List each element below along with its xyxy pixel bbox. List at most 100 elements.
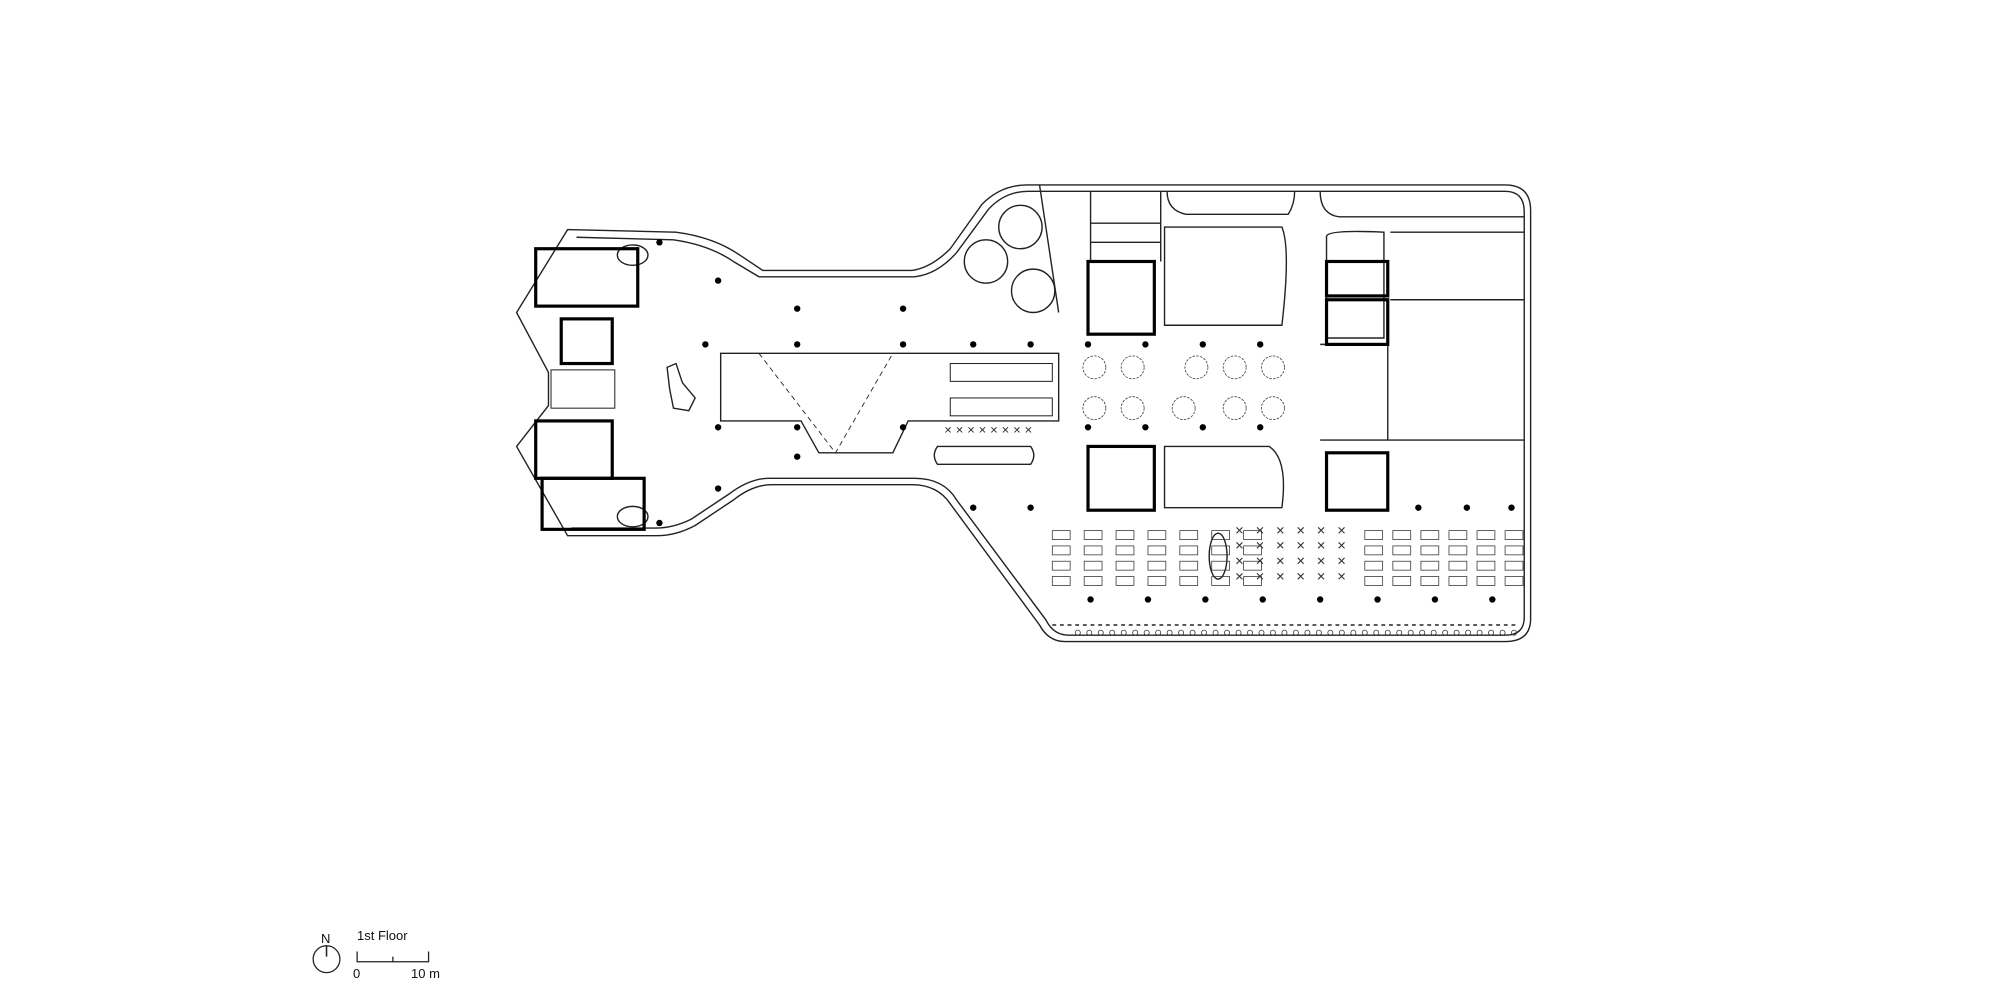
lounge-seat xyxy=(1453,629,1460,636)
lounge-seat xyxy=(1476,629,1483,636)
column xyxy=(1374,596,1381,603)
desk xyxy=(1211,560,1230,571)
chair-cluster: ✕ xyxy=(1276,525,1286,537)
scale-start-label: 0 xyxy=(353,966,361,981)
desk xyxy=(1448,530,1468,540)
column xyxy=(1087,596,1094,603)
chair-cluster: ✕ xyxy=(1255,541,1265,553)
lounge-seat xyxy=(1419,629,1426,636)
desk xyxy=(1448,560,1468,571)
plant xyxy=(1082,396,1107,421)
lounge-seat xyxy=(1097,629,1104,636)
chair-cluster: ✕ xyxy=(1235,556,1245,568)
column xyxy=(899,341,907,348)
lounge-seat xyxy=(1120,629,1127,636)
desk xyxy=(1504,530,1524,540)
chair-cluster: ✕ xyxy=(1255,525,1265,537)
core-wall xyxy=(540,476,646,531)
lounge-seat xyxy=(1338,629,1345,636)
lounge-seat xyxy=(1247,629,1253,636)
lounge-seat xyxy=(1407,629,1414,636)
desk xyxy=(1420,545,1440,556)
escalator xyxy=(949,397,1053,417)
scale-end-label: 10 m xyxy=(411,966,440,981)
desk xyxy=(1420,530,1440,540)
chair-cluster: ✕ xyxy=(1296,571,1306,583)
lounge-seat xyxy=(1465,629,1472,636)
plant xyxy=(1261,396,1285,421)
chair-cluster: ✕ xyxy=(1235,571,1245,583)
round-meeting-room xyxy=(963,239,1009,284)
desk xyxy=(1051,545,1071,556)
plant xyxy=(1082,355,1107,380)
desk xyxy=(1115,576,1135,586)
desk xyxy=(1420,576,1440,586)
desk xyxy=(1243,576,1262,586)
desk xyxy=(1364,576,1384,586)
desk xyxy=(1147,545,1167,556)
column xyxy=(714,485,722,492)
desk xyxy=(1083,576,1103,586)
lounge-seat xyxy=(1224,629,1230,636)
chair-cluster: ✕ xyxy=(1001,426,1010,437)
lounge-seat xyxy=(1396,629,1403,636)
chair-cluster: ✕ xyxy=(1235,541,1245,553)
lounge-seat xyxy=(1373,629,1380,636)
desk xyxy=(1211,576,1230,586)
desk xyxy=(1420,560,1440,571)
atrium-void xyxy=(719,352,1060,454)
plant xyxy=(1120,396,1145,421)
core-wall xyxy=(1086,259,1156,336)
lounge-seat xyxy=(1315,629,1322,636)
chair-cluster: ✕ xyxy=(1337,525,1347,537)
lounge-seat xyxy=(1488,629,1495,636)
atrium-diagonal xyxy=(758,353,894,454)
column xyxy=(656,239,663,246)
column xyxy=(970,341,977,348)
desk xyxy=(1504,545,1524,556)
column xyxy=(1463,504,1471,511)
chair-cluster: ✕ xyxy=(1013,426,1022,437)
desk xyxy=(1448,545,1468,556)
lounge-seat xyxy=(1258,629,1265,636)
plant xyxy=(1120,355,1145,380)
lounge-seat xyxy=(1143,629,1150,636)
column xyxy=(794,341,801,348)
oval-table xyxy=(1208,532,1228,580)
desk xyxy=(1083,530,1103,540)
desk xyxy=(1392,530,1412,540)
escalator xyxy=(949,363,1053,382)
chair-cluster: ✕ xyxy=(1276,571,1286,583)
chair-cluster: ✕ xyxy=(1337,571,1347,583)
planter xyxy=(666,362,696,412)
oval-table xyxy=(616,244,649,267)
desk xyxy=(1476,576,1496,586)
column xyxy=(1431,596,1439,603)
lounge-seat xyxy=(1442,629,1449,636)
column xyxy=(794,424,801,431)
column xyxy=(1084,341,1092,348)
chair-cluster: ✕ xyxy=(1296,556,1306,568)
column xyxy=(899,424,907,431)
north-arrow xyxy=(312,945,341,974)
desk xyxy=(1243,530,1262,540)
chair-cluster: ✕ xyxy=(944,426,953,437)
chair-cluster: ✕ xyxy=(990,426,999,437)
desk xyxy=(1364,545,1384,556)
lounge-seat xyxy=(1430,629,1437,636)
column xyxy=(1202,596,1209,603)
desk xyxy=(1115,530,1135,540)
floor-title: 1st Floor xyxy=(357,928,408,943)
column xyxy=(1144,596,1152,603)
lounge-seat xyxy=(1166,629,1173,636)
chair-cluster: ✕ xyxy=(955,426,964,437)
lounge-seat xyxy=(1212,629,1219,636)
desk xyxy=(1051,530,1071,540)
desk xyxy=(1211,545,1230,556)
inner-perimeter xyxy=(571,190,1525,636)
column xyxy=(1316,596,1324,603)
chair-cluster: ✕ xyxy=(1024,426,1033,437)
chair-cluster: ✕ xyxy=(1296,541,1306,553)
chair-cluster: ✕ xyxy=(978,426,987,437)
lounge-seat xyxy=(1304,629,1311,636)
